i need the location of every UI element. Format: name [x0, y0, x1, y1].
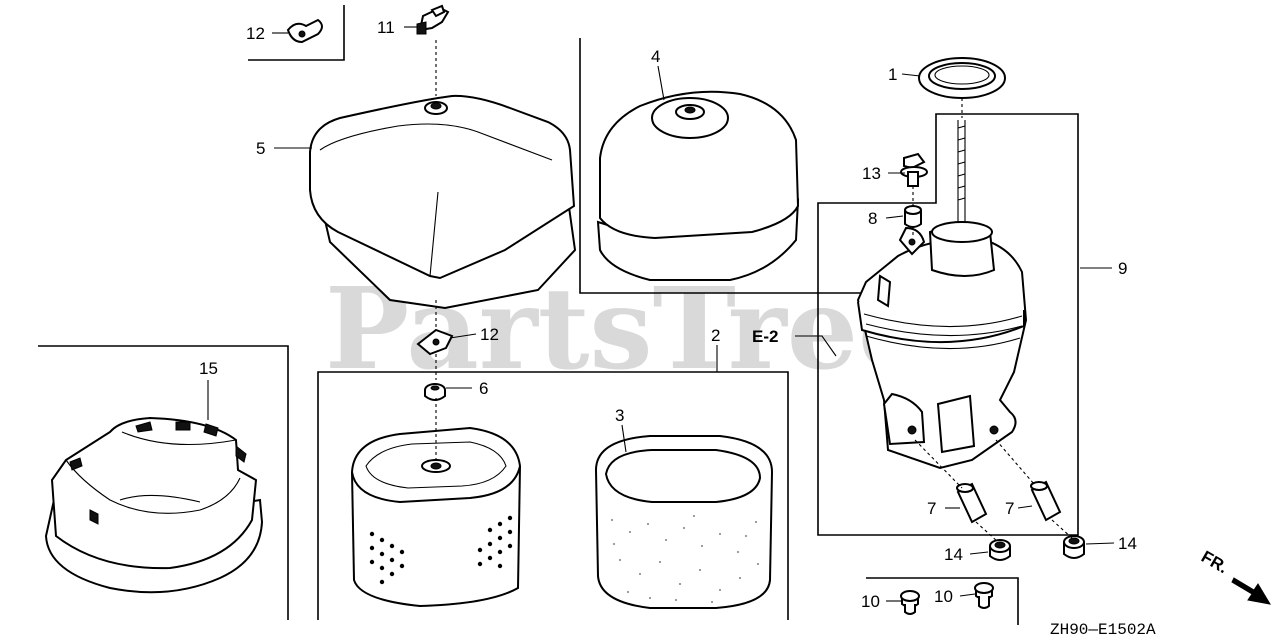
callout-12-middle: 12 [480, 325, 499, 344]
callout-5: 5 [256, 139, 265, 158]
callout-7-left: 7 [927, 499, 936, 518]
diagram-code: ZH90—E1502A [1050, 621, 1156, 639]
callout-e2: E-2 [752, 327, 778, 346]
callout-9: 9 [1118, 259, 1127, 278]
callout-11: 11 [377, 18, 395, 37]
leader-lines [207, 26, 1115, 602]
callout-labels: 1 2 3 4 5 6 7 7 8 9 10 10 11 12 12 13 14… [199, 18, 1137, 611]
air-cleaner-cover-part-5 [309, 94, 577, 310]
callout-6: 6 [479, 379, 488, 398]
callout-4: 4 [651, 47, 660, 66]
foam-element-part-3 [594, 435, 774, 609]
box-part-10 [866, 577, 1019, 625]
tube-part-7-right [1030, 480, 1062, 522]
plug-part-10-right [974, 582, 994, 609]
pre-cleaner-part-15 [44, 416, 264, 594]
air-cleaner-case-part-9 [856, 120, 1028, 470]
callout-14-right: 14 [1118, 534, 1137, 553]
callout-14-left: 14 [944, 545, 963, 564]
box-part-12-top [248, 5, 345, 61]
tube-part-7-left [956, 482, 988, 524]
callout-10-left: 10 [861, 592, 880, 611]
cap-part-14-left [989, 539, 1011, 561]
wing-nut-part-11 [416, 4, 450, 35]
grommet-part-6 [424, 383, 446, 401]
callout-15: 15 [199, 359, 218, 378]
box-part-2 [317, 371, 789, 620]
cap-part-14-right [1063, 535, 1085, 559]
callout-7-right: 7 [1005, 499, 1014, 518]
callout-3: 3 [615, 406, 624, 425]
callout-2: 2 [711, 326, 720, 345]
callout-8: 8 [868, 209, 877, 228]
foam-texture [611, 515, 759, 603]
cover-part-4 [596, 90, 800, 281]
filter-element-holes [369, 515, 513, 585]
box-part-15 [38, 345, 289, 620]
direction-label: FR. [1198, 547, 1231, 577]
plug-part-10-left [900, 590, 920, 615]
front-arrow-icon [1231, 577, 1271, 605]
callout-13: 13 [862, 164, 881, 183]
collar-part-8 [904, 205, 922, 228]
callout-1: 1 [888, 65, 897, 84]
callout-12-top: 12 [246, 24, 265, 43]
flange-bolt-part-13 [900, 152, 928, 187]
filter-element-part-2 [350, 426, 522, 608]
wing-nut-part-12-top [286, 18, 323, 44]
front-direction-indicator: FR. [1198, 547, 1271, 605]
box-part-9 [817, 113, 1079, 536]
wing-nut-part-12-middle [416, 328, 454, 356]
gasket-ring-part-1 [918, 57, 1006, 99]
callout-10-right: 10 [934, 587, 953, 606]
